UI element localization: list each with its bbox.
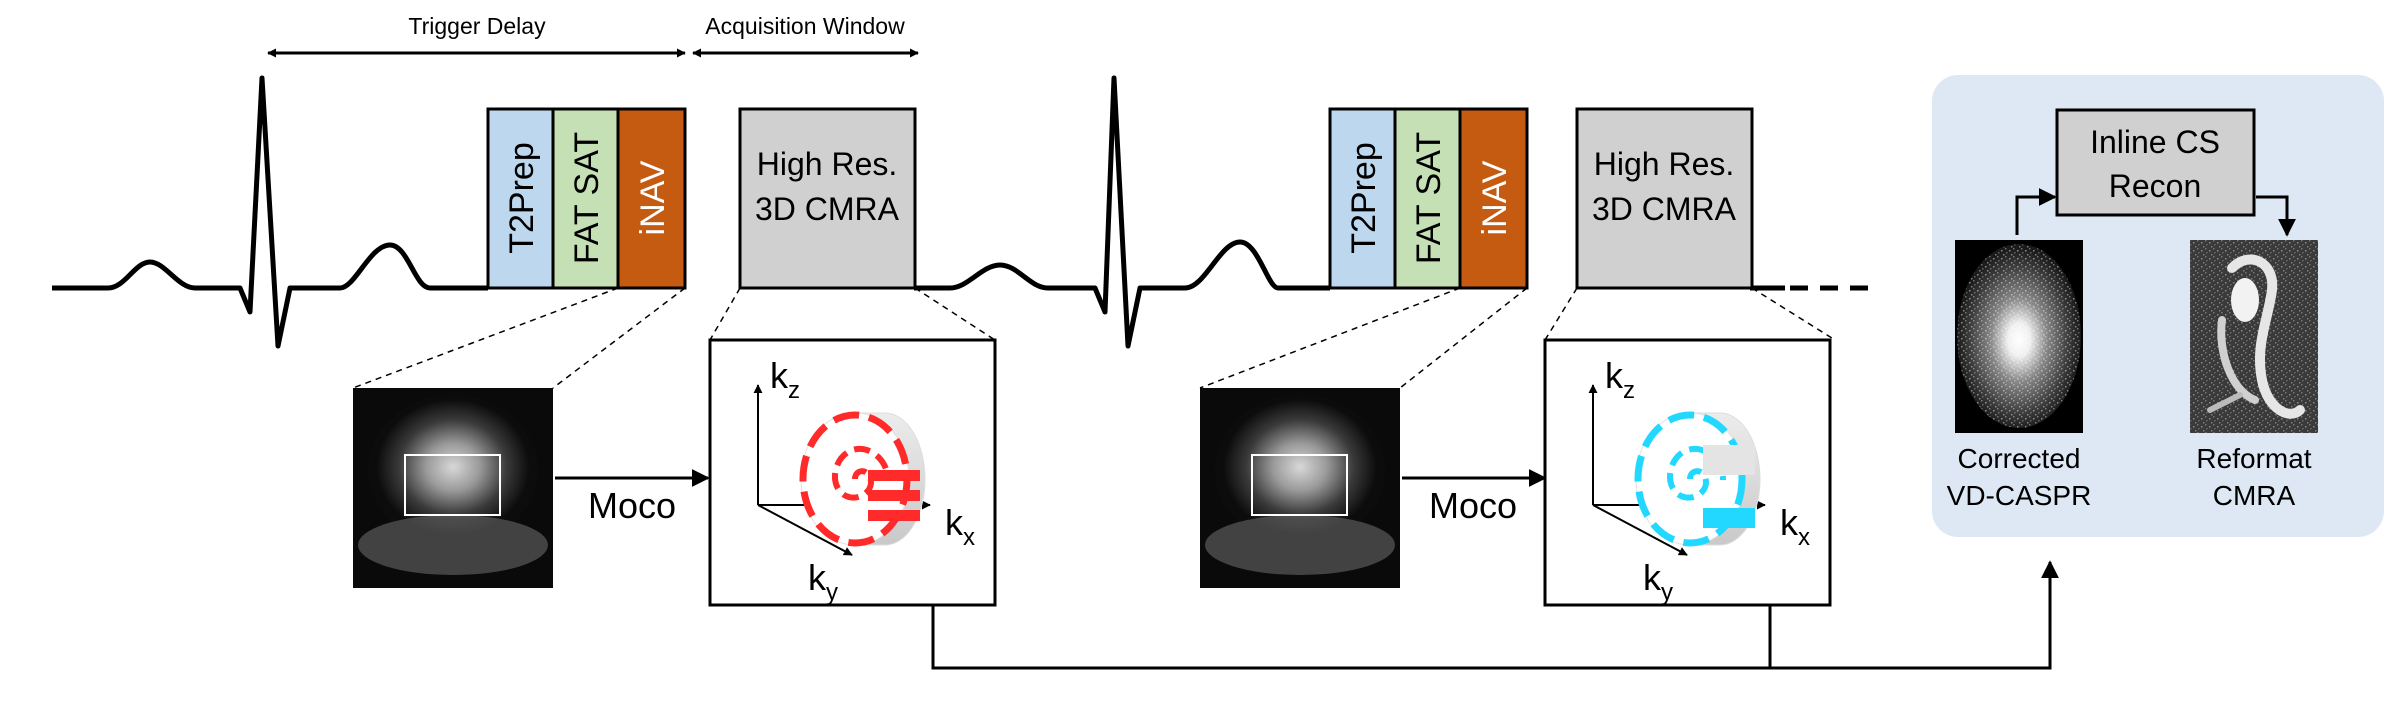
recon-out-arrow xyxy=(2256,195,2296,237)
corrected-label-line2: VD-CASPR xyxy=(1947,480,2092,511)
ky-label: ky xyxy=(1643,557,1673,606)
grey-band xyxy=(1703,445,1755,475)
fatsat-label: FAT SAT xyxy=(568,132,606,264)
highres-block xyxy=(738,107,917,290)
ky-axis xyxy=(757,504,853,556)
highres-label-line2: 3D CMRA xyxy=(1592,191,1737,227)
inav-label: iNAV xyxy=(634,160,672,235)
highres-block xyxy=(1575,107,1754,290)
reformat-cmra-image xyxy=(2190,240,2318,433)
cyan-spiral-rings xyxy=(1634,411,1746,547)
inav-block xyxy=(1458,107,1529,290)
recon-in-arrow xyxy=(2015,188,2057,235)
red-spiral-core xyxy=(832,445,891,501)
inav-roi-box xyxy=(404,454,501,516)
kx-label: kx xyxy=(1780,502,1810,551)
cyan-band xyxy=(1703,508,1755,528)
t2prep-block xyxy=(1328,107,1397,290)
fatsat-block xyxy=(1393,107,1462,290)
recon-panel: Inline CS Recon Corrected VD-CASPR Refor… xyxy=(1932,75,2384,537)
inav-roi-box xyxy=(1251,454,1348,516)
kz-label: kz xyxy=(770,355,800,404)
ecg-trace xyxy=(52,75,1785,349)
t2prep-block xyxy=(486,107,555,290)
inline-cs-recon-line1: Inline CS xyxy=(2090,124,2220,160)
inav-image-cycle-2 xyxy=(1200,388,1400,588)
highres-label-line1: High Res. xyxy=(757,146,898,182)
reformat-label-line1: Reformat xyxy=(2196,443,2311,474)
fatsat-label: FAT SAT xyxy=(1410,132,1448,264)
highres-label-line1: High Res. xyxy=(1594,146,1735,182)
data-flow-connector xyxy=(931,560,2059,670)
kx-label: kx xyxy=(945,502,975,551)
inav-label: iNAV xyxy=(1476,160,1514,235)
zoom-guides xyxy=(352,287,1836,389)
sequence-blocks-cycle-1: T2Prep FAT SAT iNAV High Res. 3D CMRA xyxy=(486,107,917,290)
highres-label-line2: 3D CMRA xyxy=(755,191,900,227)
corrected-label-line1: Corrected xyxy=(1958,443,2081,474)
sequence-blocks-cycle-2: T2Prep FAT SAT iNAV High Res. 3D CMRA xyxy=(1328,107,1754,290)
red-band-1 xyxy=(868,470,920,481)
moco-label: Moco xyxy=(588,485,676,526)
kspace-panel-cycle-1: kz kx ky xyxy=(708,338,997,607)
kspace-panel-cycle-2: kz kx ky xyxy=(1543,338,1832,607)
red-band-2 xyxy=(868,490,920,501)
reformat-label-line2: CMRA xyxy=(2213,480,2296,511)
trigger-delay-label: Trigger Delay xyxy=(408,13,546,39)
inline-cs-recon-line2: Recon xyxy=(2109,168,2202,204)
cyan-spiral-core xyxy=(1667,445,1726,501)
moco-label: Moco xyxy=(1429,485,1517,526)
kz-label: kz xyxy=(1605,355,1635,404)
corrected-kspace-image xyxy=(1955,240,2083,433)
t2prep-label: T2Prep xyxy=(503,142,541,254)
t2prep-label: T2Prep xyxy=(1345,142,1383,254)
ky-label: ky xyxy=(808,557,838,606)
inline-cs-recon-box xyxy=(2055,108,2256,217)
red-band-3 xyxy=(868,510,920,521)
inav-block xyxy=(616,107,687,290)
inav-image-cycle-1 xyxy=(353,388,553,588)
acquisition-window-label: Acquisition Window xyxy=(705,13,905,39)
ky-axis xyxy=(1592,504,1688,556)
